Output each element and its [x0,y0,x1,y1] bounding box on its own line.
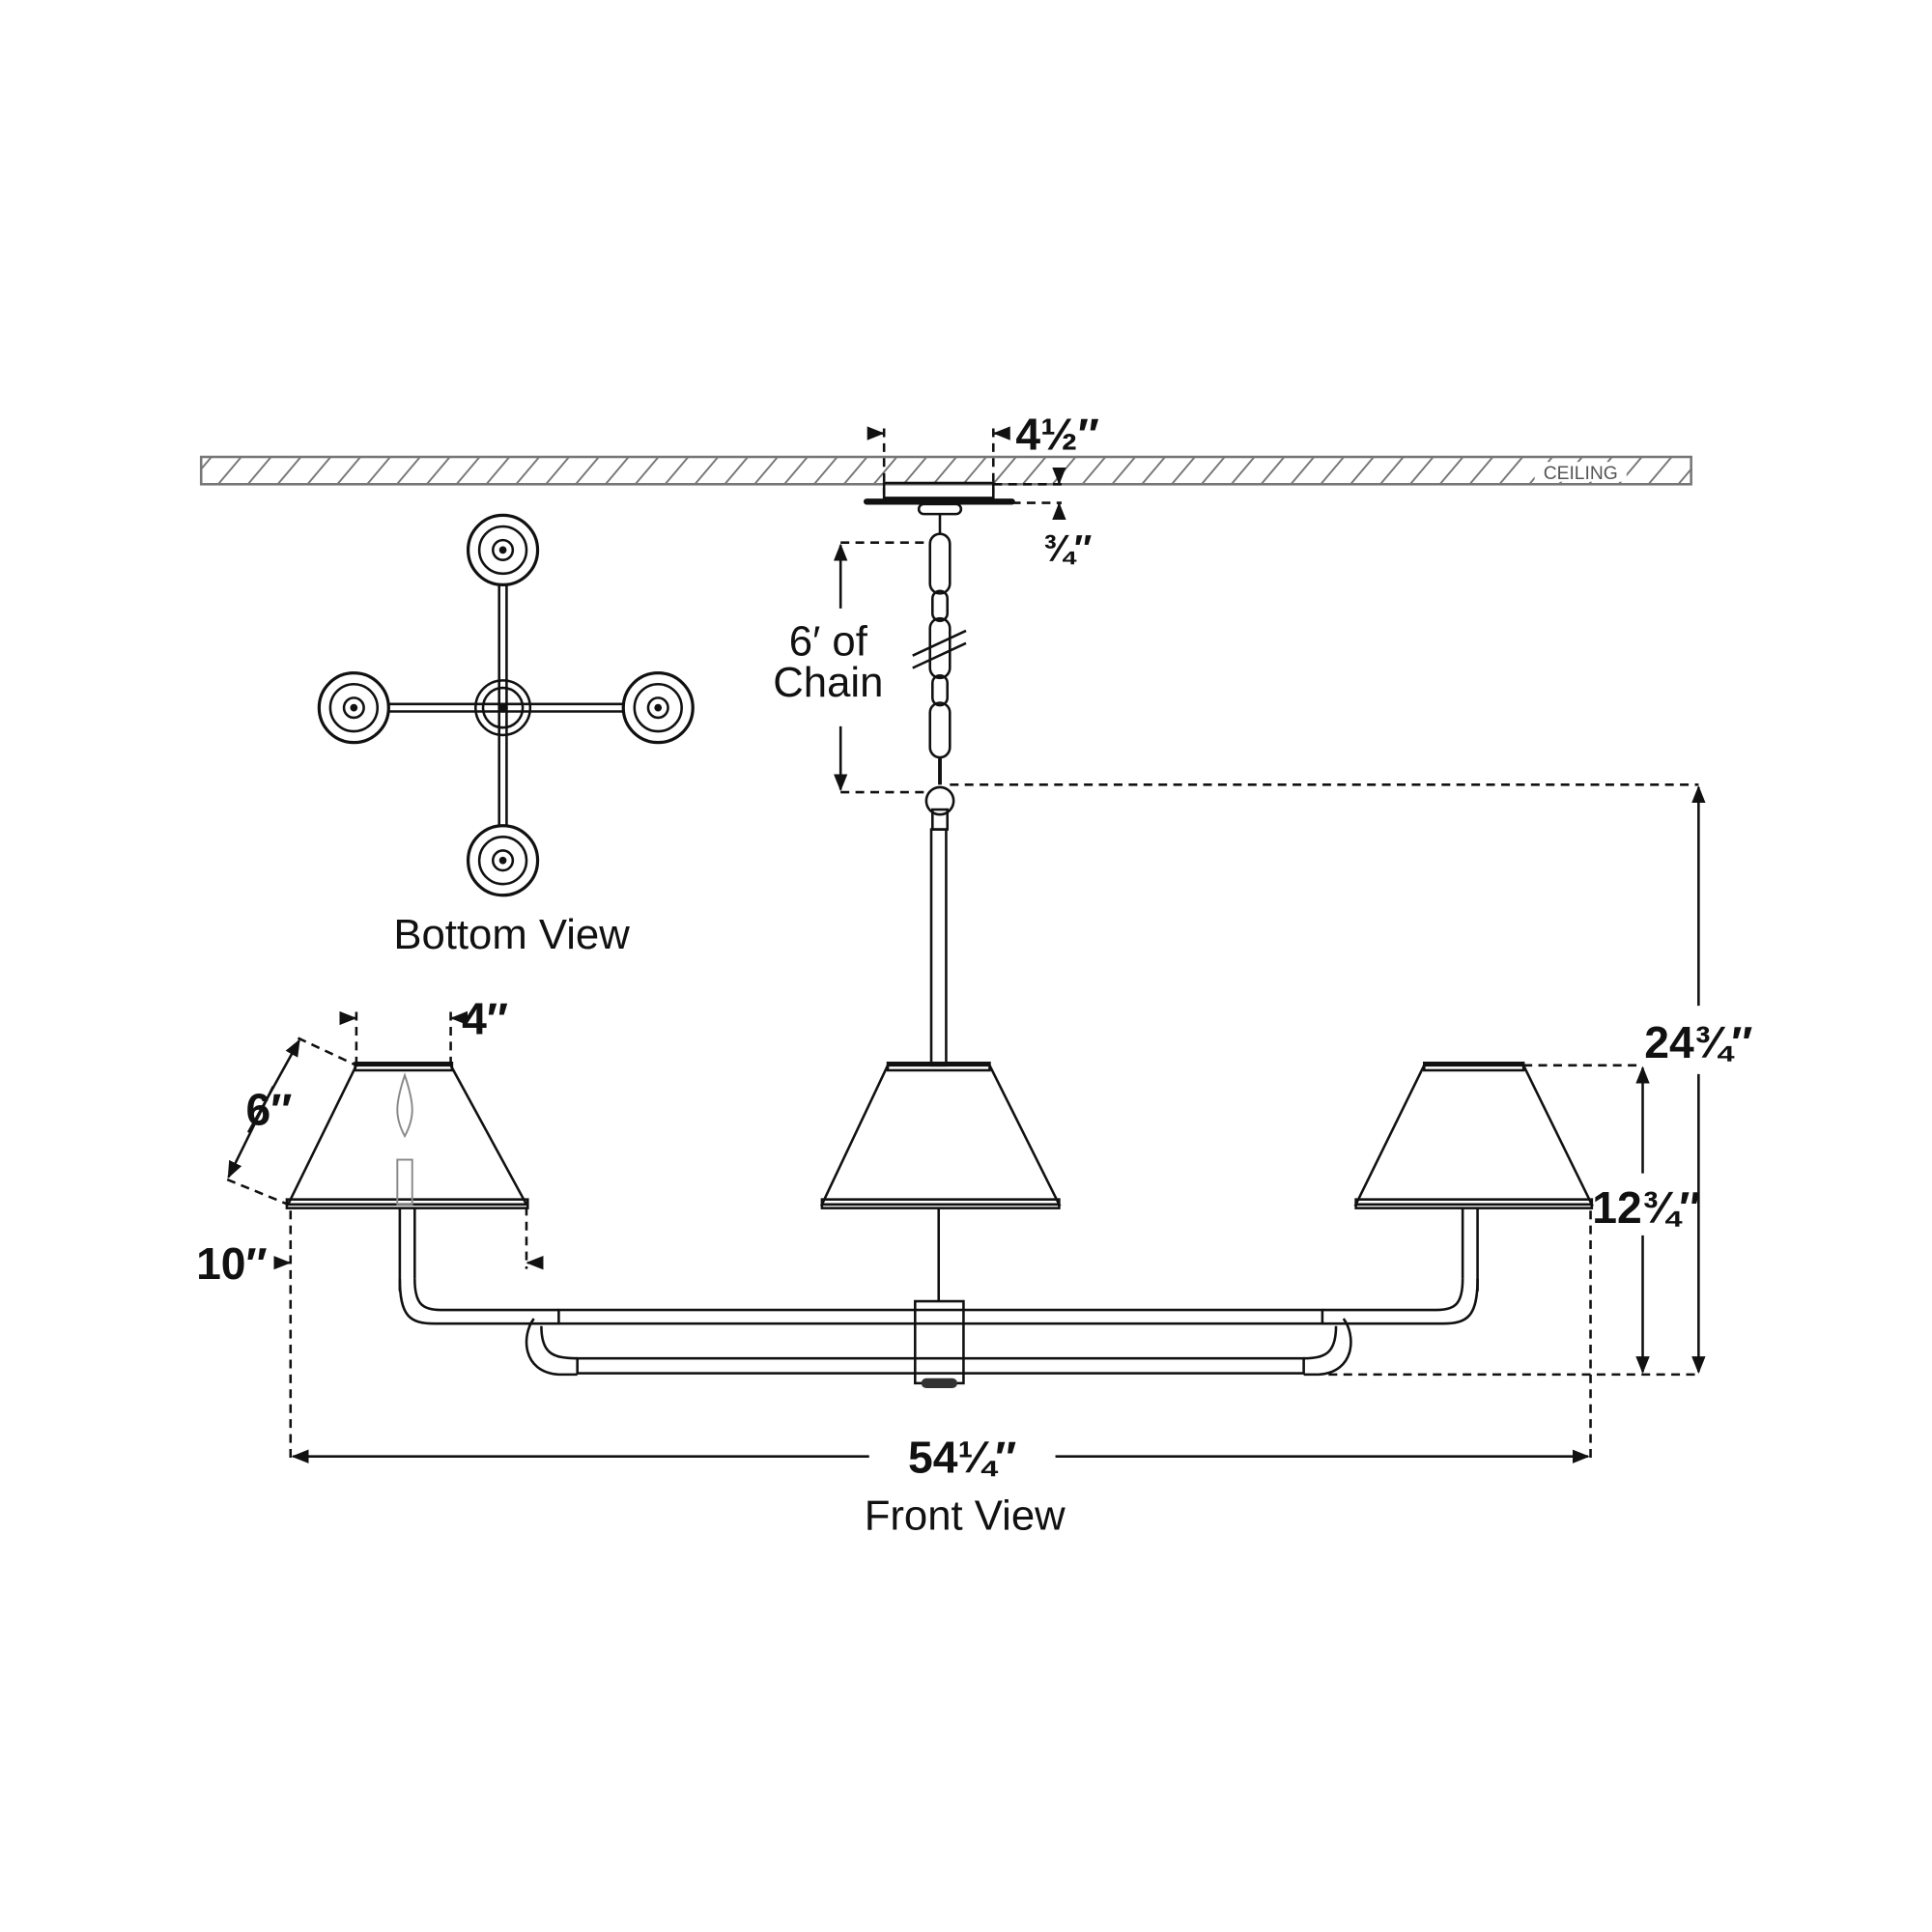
center-hub [914,1299,965,1385]
canopy-height-dimension: ¾″ [993,467,1093,570]
shade-top-dimension: 4″ [339,994,508,1064]
chain-label-line1: 6′ of [789,618,868,666]
chain-length-dimension: 6′ of Chain [773,541,929,794]
overall-width-dimension: 54¼″ [289,1210,1592,1482]
shade-disc [317,671,390,745]
shade-disc [466,513,540,587]
overall-height-label: 24¾″ [1644,1017,1752,1067]
canopy-width-dimension: 4½″ [867,409,1099,495]
shade-top-label: 4″ [462,994,508,1044]
shade-center [819,1061,1062,1209]
shade-side-label: 6″ [245,1085,292,1135]
chain [912,514,967,831]
stem [929,828,948,1067]
overall-width-label: 54¼″ [908,1432,1016,1482]
chain-label-line2: Chain [773,659,883,706]
ceiling: CEILING [199,455,1692,486]
shade-left [285,1061,529,1209]
ceiling-label: CEILING [1544,464,1618,484]
arms [398,1208,1479,1389]
candle-bulb-icon [396,1072,413,1139]
bottom-view [317,513,695,897]
canopy [863,481,1015,516]
shade-side-dimension: 6″ [226,1037,357,1206]
canopy-width-label: 4½″ [1015,409,1098,459]
body-height-dimension: 12¾″ [1523,1064,1700,1375]
bottom-view-label: Bottom View [393,911,630,958]
overall-height-dimension: 24¾″ [950,783,1752,1377]
shade-disc [466,824,540,897]
body-height-label: 12¾″ [1592,1182,1700,1233]
canopy-height-label: ¾″ [1043,528,1093,570]
front-view-label: Front View [865,1492,1065,1540]
shade-disc [621,671,695,745]
shade-bottom-label: 10″ [196,1238,268,1289]
shade-bottom-dimension: 10″ [196,1207,544,1289]
shade-right [1353,1061,1594,1209]
